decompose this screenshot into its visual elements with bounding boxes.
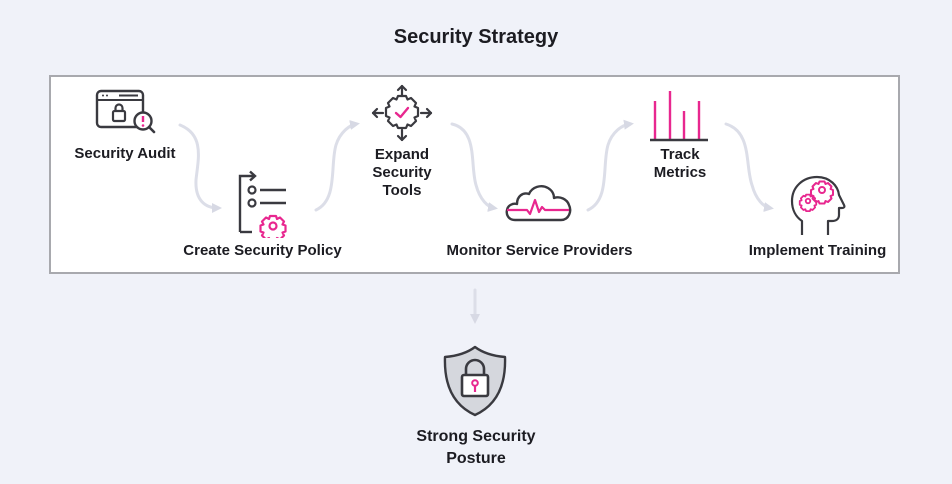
gear-check-expand-icon bbox=[371, 84, 433, 142]
bar-metrics-icon bbox=[650, 91, 708, 142]
outcome-label-line: Posture bbox=[446, 450, 506, 467]
step-create-security-policy: Create Security Policy bbox=[170, 242, 355, 260]
step-expand-security-tools: Expand Security Tools bbox=[352, 146, 452, 200]
step-label-line: Track bbox=[660, 146, 700, 163]
shield-lock-icon bbox=[443, 345, 507, 417]
step-implement-training: Implement Training bbox=[735, 242, 900, 260]
step-label-line: Tools bbox=[382, 182, 422, 199]
policy-list-gear-icon bbox=[238, 170, 287, 238]
step-label-line: Metrics bbox=[653, 164, 707, 181]
step-label-line: Expand bbox=[374, 146, 430, 163]
diagram-title: Security Strategy bbox=[393, 26, 559, 48]
outcome-label-line: Strong Security bbox=[416, 428, 536, 445]
step-security-audit: Security Audit bbox=[60, 145, 190, 163]
step-label: Security Audit bbox=[74, 145, 176, 162]
cloud-heartbeat-icon bbox=[505, 185, 572, 222]
step-label: Monitor Service Providers bbox=[446, 242, 633, 259]
browser-lock-magnifier-icon bbox=[95, 89, 156, 134]
head-gears-icon bbox=[790, 175, 846, 235]
step-label: Create Security Policy bbox=[183, 242, 342, 259]
step-monitor-service-providers: Monitor Service Providers bbox=[432, 242, 647, 260]
step-label-line: Security bbox=[372, 164, 432, 181]
step-label: Implement Training bbox=[748, 242, 887, 259]
outcome-strong-security-posture: Strong Security Posture bbox=[376, 426, 576, 470]
step-track-metrics: Track Metrics bbox=[630, 146, 730, 182]
